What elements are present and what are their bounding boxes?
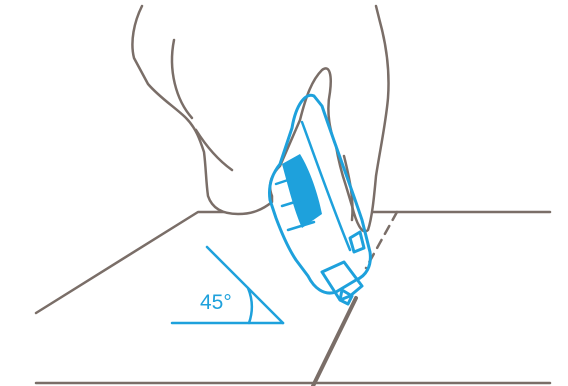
knife-grip-detail bbox=[274, 174, 316, 232]
cut-line bbox=[311, 296, 358, 386]
hand-outline bbox=[131, 4, 390, 233]
angle-arc bbox=[246, 286, 253, 325]
surface-lines bbox=[34, 210, 552, 386]
knife-blade-holder bbox=[320, 260, 364, 302]
angle-diagonal bbox=[205, 245, 285, 325]
knife-blade-tip bbox=[338, 288, 354, 306]
finger-crease-1 bbox=[170, 38, 194, 120]
knife-inner-line bbox=[300, 120, 352, 252]
hand bbox=[131, 4, 390, 233]
angle-indicator: 45° bbox=[170, 245, 285, 325]
angle-label: 45° bbox=[200, 291, 232, 314]
finger-crease-2 bbox=[194, 128, 234, 172]
utility-knife bbox=[268, 93, 372, 306]
knife-grip-pad bbox=[282, 154, 322, 228]
knife-side-button bbox=[348, 230, 366, 254]
